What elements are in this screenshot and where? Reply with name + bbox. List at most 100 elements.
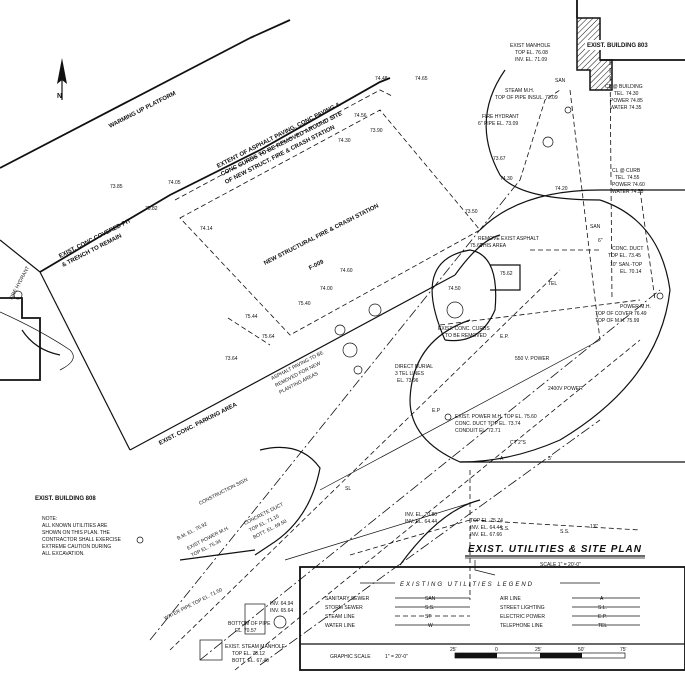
svg-text:INV. EL. 64.44: INV. EL. 64.44 (470, 525, 502, 531)
station-number: F-009 (308, 259, 325, 272)
svg-text:74.60: 74.60 (340, 268, 353, 274)
svg-text:ELECTRIC POWER: ELECTRIC POWER (500, 614, 545, 620)
svg-text:THIS AREA: THIS AREA (480, 243, 507, 249)
svg-text:INV. 64.94: INV. 64.94 (270, 601, 293, 607)
svg-text:75.40: 75.40 (298, 301, 311, 307)
svg-text:BOTTOM OF PIPE: BOTTOM OF PIPE (228, 621, 271, 627)
svg-text:CL @ CURB: CL @ CURB (612, 168, 641, 174)
svg-text:AIR LINE: AIR LINE (500, 596, 522, 602)
svg-text:INV. EL. 71.09: INV. EL. 71.09 (515, 57, 547, 63)
svg-text:SL: SL (345, 486, 351, 492)
svg-text:TEL. 74.30: TEL. 74.30 (614, 91, 639, 97)
svg-text:STORM SEWER: STORM SEWER (325, 605, 363, 611)
svg-text:SHOWN ON THIS PLAN. THE: SHOWN ON THIS PLAN. THE (42, 530, 111, 536)
svg-text:74.56: 74.56 (354, 113, 367, 119)
conc-parking-label: EXIST. CONC. PARKING AREA (158, 402, 239, 447)
svg-text:TOP EL. 75.74: TOP EL. 75.74 (470, 518, 503, 524)
svg-text:TOP OF PIPE INSUL. 73.09: TOP OF PIPE INSUL. 73.09 (495, 95, 558, 101)
svg-text:NOTE:: NOTE: (42, 516, 57, 522)
svg-text:INV. 65.64: INV. 65.64 (270, 608, 293, 614)
svg-text:TOP OF COVER 76.49: TOP OF COVER 76.49 (595, 311, 647, 317)
svg-text:EXTREME CAUTION DURING: EXTREME CAUTION DURING (42, 544, 111, 550)
svg-text:74.48: 74.48 (375, 76, 388, 82)
svg-text:CONC. DUCT TOP EL. 73.74: CONC. DUCT TOP EL. 73.74 (455, 421, 521, 427)
svg-text:6": 6" (598, 238, 603, 244)
svg-text:INV. EL. 67.66: INV. EL. 67.66 (470, 532, 502, 538)
svg-text:73.50: 73.50 (465, 209, 478, 215)
graphic-scale-bar: 25' 0 25' 50' 75' (450, 647, 627, 659)
svg-text:CT 2"S: CT 2"S (510, 440, 527, 446)
svg-text:EL. 73.96: EL. 73.96 (397, 378, 419, 384)
utility-lines: SAN TEL E.P. E.P SL A S.S. S.S. (149, 59, 661, 671)
svg-text:74.65: 74.65 (415, 76, 428, 82)
svg-text:S.L.: S.L. (598, 605, 607, 611)
svg-text:10" SAN.-TOP: 10" SAN.-TOP (610, 262, 643, 268)
svg-text:EL. 70.14: EL. 70.14 (620, 269, 642, 275)
note-block: NOTE: ALL KNOWN UTILITIES ARE SHOWN ON T… (42, 516, 122, 557)
svg-text:TOP OF M.H. 75.99: TOP OF M.H. 75.99 (595, 318, 639, 324)
svg-text:STEAM LINE: STEAM LINE (325, 614, 355, 620)
plan-title: EXIST. UTILITIES & SITE PLAN (468, 544, 642, 555)
svg-text:TELEPHONE LINE: TELEPHONE LINE (500, 623, 543, 629)
svg-text:POWER M.H.: POWER M.H. (620, 304, 651, 310)
svg-text:E.P.: E.P. (500, 334, 509, 340)
svg-text:REMOVE EXIST ASPHALT: REMOVE EXIST ASPHALT (478, 236, 539, 242)
svg-text:TEL: TEL (548, 281, 557, 287)
svg-text:S.S.: S.S. (560, 529, 569, 535)
svg-text:TOP EL. 73.45: TOP EL. 73.45 (608, 253, 641, 259)
svg-text:S.S.: S.S. (425, 605, 434, 611)
svg-text:EL. 70.57: EL. 70.57 (235, 628, 257, 634)
svg-text:WATER 74.35: WATER 74.35 (610, 105, 642, 111)
manhole-symbols (136, 106, 664, 661)
svg-text:EXIST MANHOLE: EXIST MANHOLE (510, 43, 551, 49)
svg-text:CONC. DUCT: CONC. DUCT (612, 246, 643, 252)
svg-text:ALL EXCAVATION.: ALL EXCAVATION. (42, 551, 85, 557)
svg-text:WATER LINE: WATER LINE (325, 623, 356, 629)
svg-text:73.64: 73.64 (225, 356, 238, 362)
svg-text:POWER 74.60: POWER 74.60 (612, 182, 645, 188)
svg-text:SAN: SAN (425, 596, 436, 602)
svg-text:74.14: 74.14 (200, 226, 213, 232)
svg-text:E.P.: E.P. (598, 614, 607, 620)
svg-text:INV. EL. 70.80: INV. EL. 70.80 (405, 512, 437, 518)
svg-text:75': 75' (620, 647, 627, 653)
parking-area-outline: EXIST. CONC. PARKING AREA (0, 77, 456, 451)
svg-text:CONTRACTOR SHALL EXERCISE: CONTRACTOR SHALL EXERCISE (42, 537, 122, 543)
svg-text:STEAM M.H.: STEAM M.H. (505, 88, 534, 94)
svg-text:SAN: SAN (555, 78, 566, 84)
svg-text:2400V POWER: 2400V POWER (548, 386, 583, 392)
svg-text:1'6": 1'6" (590, 524, 599, 530)
svg-text:INV. EL. 64.44: INV. EL. 64.44 (405, 519, 437, 525)
svg-text:BOTT. EL. 67.40: BOTT. EL. 67.40 (232, 658, 269, 664)
middle-annotations: ASPHALT PAVING TO BE REMOVED FOR NEW PLA… (176, 350, 325, 559)
svg-text:TO BE REMOVED: TO BE REMOVED (445, 333, 487, 339)
svg-text:75.82: 75.82 (145, 206, 158, 212)
existing-building-803: EXIST. BUILDING 803 (576, 0, 685, 91)
svg-text:TEL. 74.55: TEL. 74.55 (615, 175, 640, 181)
fire-hydrant-left: FIRE HYDRANT (8, 265, 31, 300)
existing-building-808: EXIST. BUILDING 808 (0, 297, 96, 502)
svg-text:74.30: 74.30 (338, 138, 351, 144)
svg-text:EXIST. CONC. CURBS: EXIST. CONC. CURBS (438, 326, 490, 332)
svg-text:A: A (500, 456, 504, 462)
building-803-label: EXIST. BUILDING 803 (587, 43, 648, 49)
svg-text:550 V. POWER: 550 V. POWER (515, 356, 550, 362)
svg-text:6" PIPE EL. 73.09: 6" PIPE EL. 73.09 (478, 121, 518, 127)
extent-label-2: CONC CURBS TO BE REMOVED AROUND SITE (220, 111, 343, 178)
svg-text:FIRE HYDRANT: FIRE HYDRANT (8, 265, 31, 300)
svg-text:75.62: 75.62 (500, 271, 513, 277)
svg-text:CONDUIT EL. 72.71: CONDUIT EL. 72.71 (455, 428, 501, 434)
right-annotations: EXIST MANHOLE TOP EL. 76.08 INV. EL. 71.… (395, 43, 651, 530)
warming-up-label: WARMING UP PLATFORM (108, 91, 177, 130)
svg-text:25': 25' (450, 647, 457, 653)
svg-text:74.05: 74.05 (168, 180, 181, 186)
graphic-scale-value: 1" = 20'-0" (385, 654, 408, 660)
new-station-label: NEW STRUCTURAL FIRE & CRASH STATION (263, 203, 380, 266)
graphic-scale-label: GRAPHIC SCALE (330, 654, 371, 660)
svg-text:50': 50' (578, 647, 585, 653)
svg-text:S.S.: S.S. (500, 526, 509, 532)
svg-text:3': 3' (548, 456, 552, 462)
svg-text:ALL KNOWN UTILITIES ARE: ALL KNOWN UTILITIES ARE (42, 523, 108, 529)
curb-lines (179, 69, 685, 566)
